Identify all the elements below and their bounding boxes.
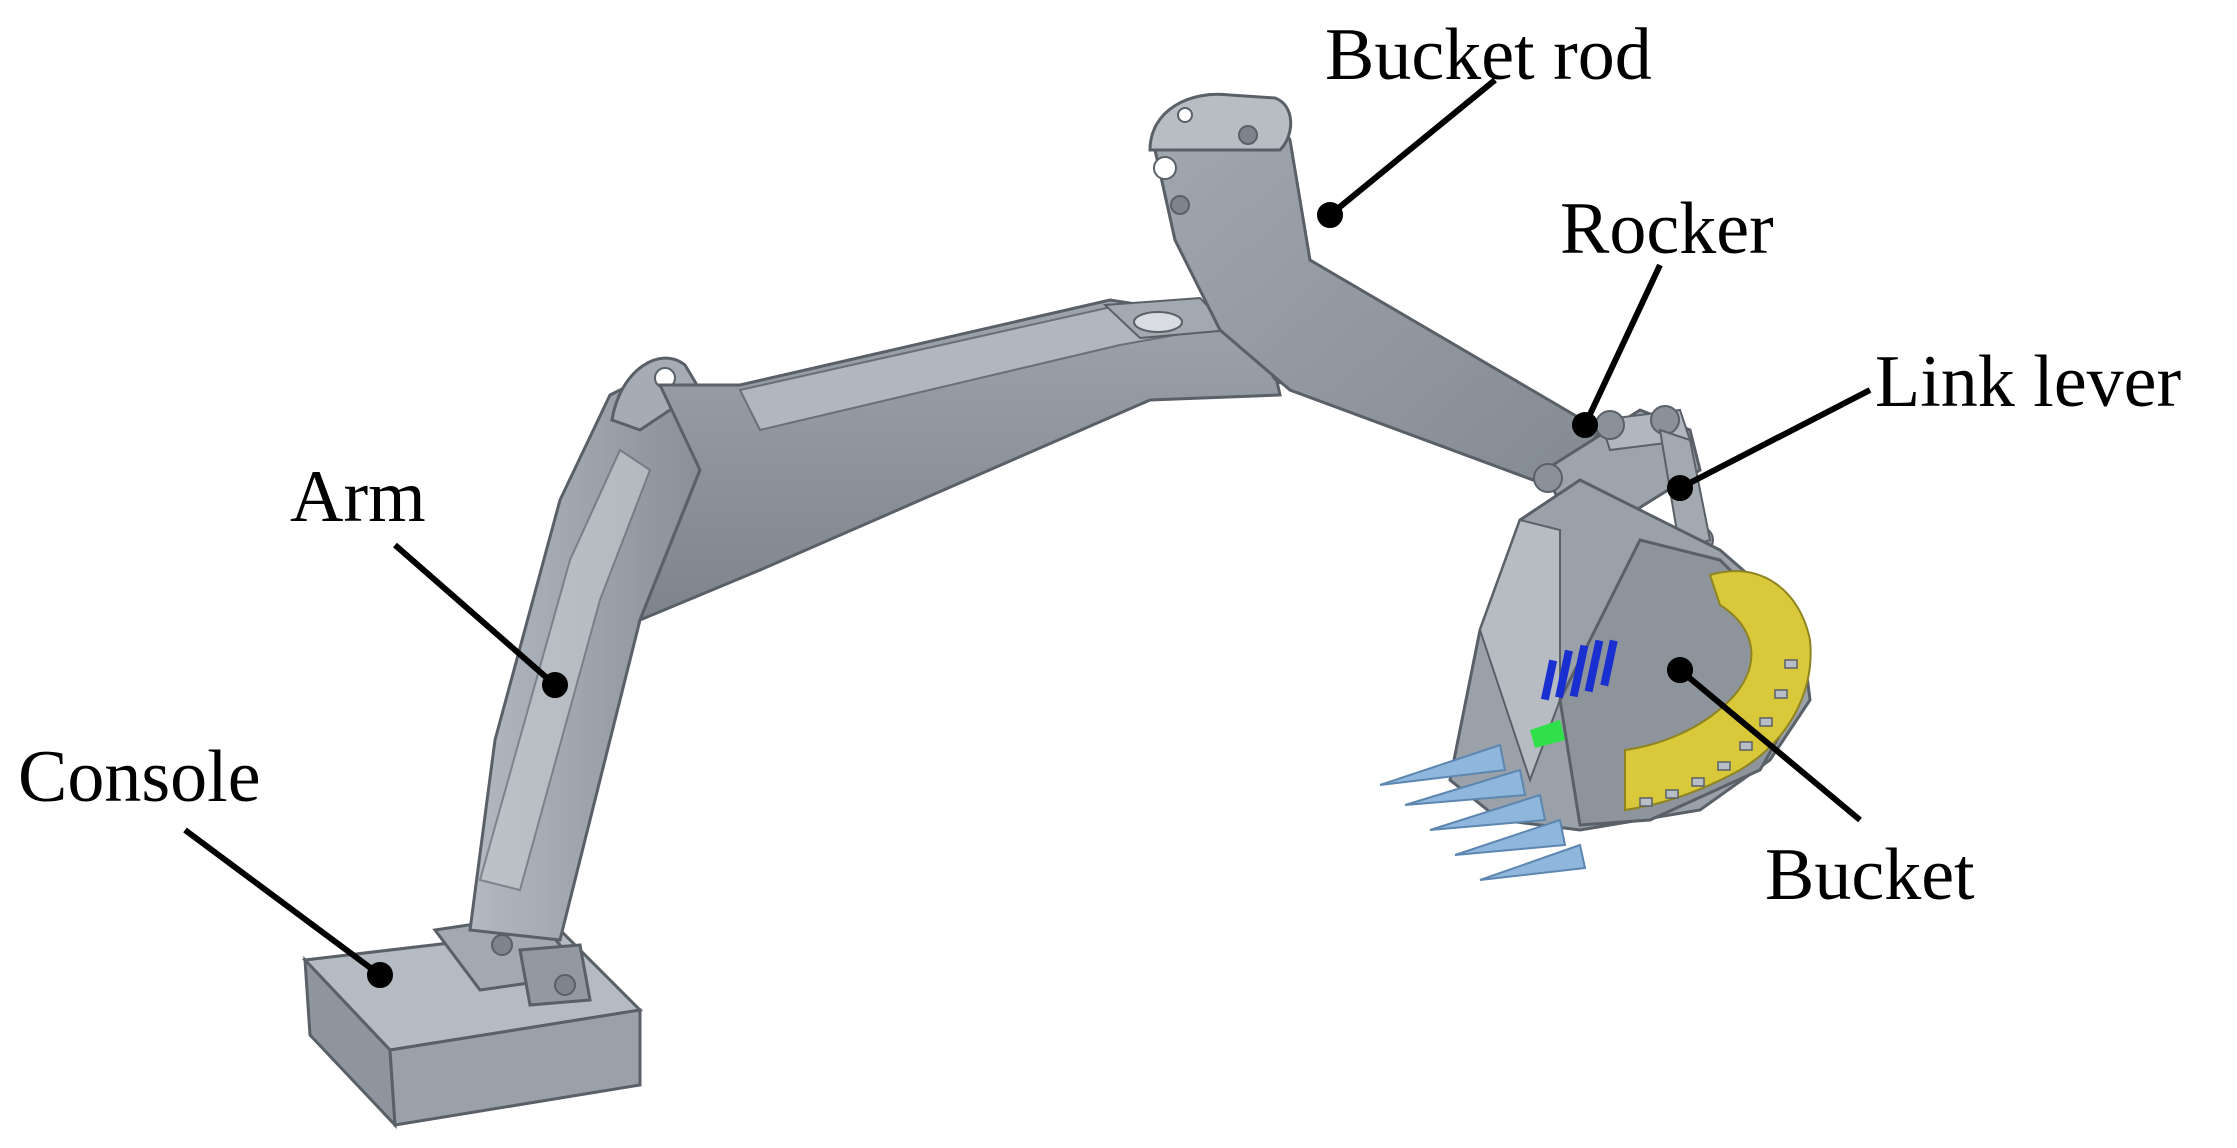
leader-dot-arm bbox=[542, 672, 568, 698]
label-bucket: Bucket bbox=[1765, 834, 1975, 916]
bucket-part bbox=[1379, 478, 1812, 881]
bucket-rod-part bbox=[1148, 92, 1603, 492]
leader-lines bbox=[183, 77, 1872, 988]
leader-rocker bbox=[1582, 263, 1663, 427]
leader-bucket bbox=[1678, 667, 1862, 823]
leader-dot-bucket-rod bbox=[1317, 202, 1343, 228]
label-link-lever: Link lever bbox=[1875, 341, 2182, 423]
leader-dot-bucket bbox=[1667, 657, 1693, 683]
label-bucket-rod: Bucket rod bbox=[1325, 14, 1652, 96]
leader-dot-link-lever bbox=[1667, 475, 1693, 501]
green-marks bbox=[1530, 720, 1565, 748]
console-part bbox=[301, 913, 644, 1130]
boom-part bbox=[637, 296, 1300, 623]
leader-link-lever bbox=[1678, 387, 1872, 491]
leader-bucket-rod bbox=[1328, 77, 1497, 218]
leader-console bbox=[183, 827, 382, 978]
bucket-teeth bbox=[1379, 743, 1587, 881]
leader-dot-console bbox=[367, 962, 393, 988]
label-console: Console bbox=[18, 736, 261, 818]
arm-part bbox=[468, 356, 745, 942]
bucket-studs bbox=[1639, 659, 1798, 807]
leader-arm bbox=[393, 542, 557, 688]
label-arm: Arm bbox=[290, 456, 426, 538]
blue-marks bbox=[1540, 639, 1618, 701]
leader-dot-rocker bbox=[1572, 412, 1598, 438]
label-rocker: Rocker bbox=[1560, 188, 1774, 270]
